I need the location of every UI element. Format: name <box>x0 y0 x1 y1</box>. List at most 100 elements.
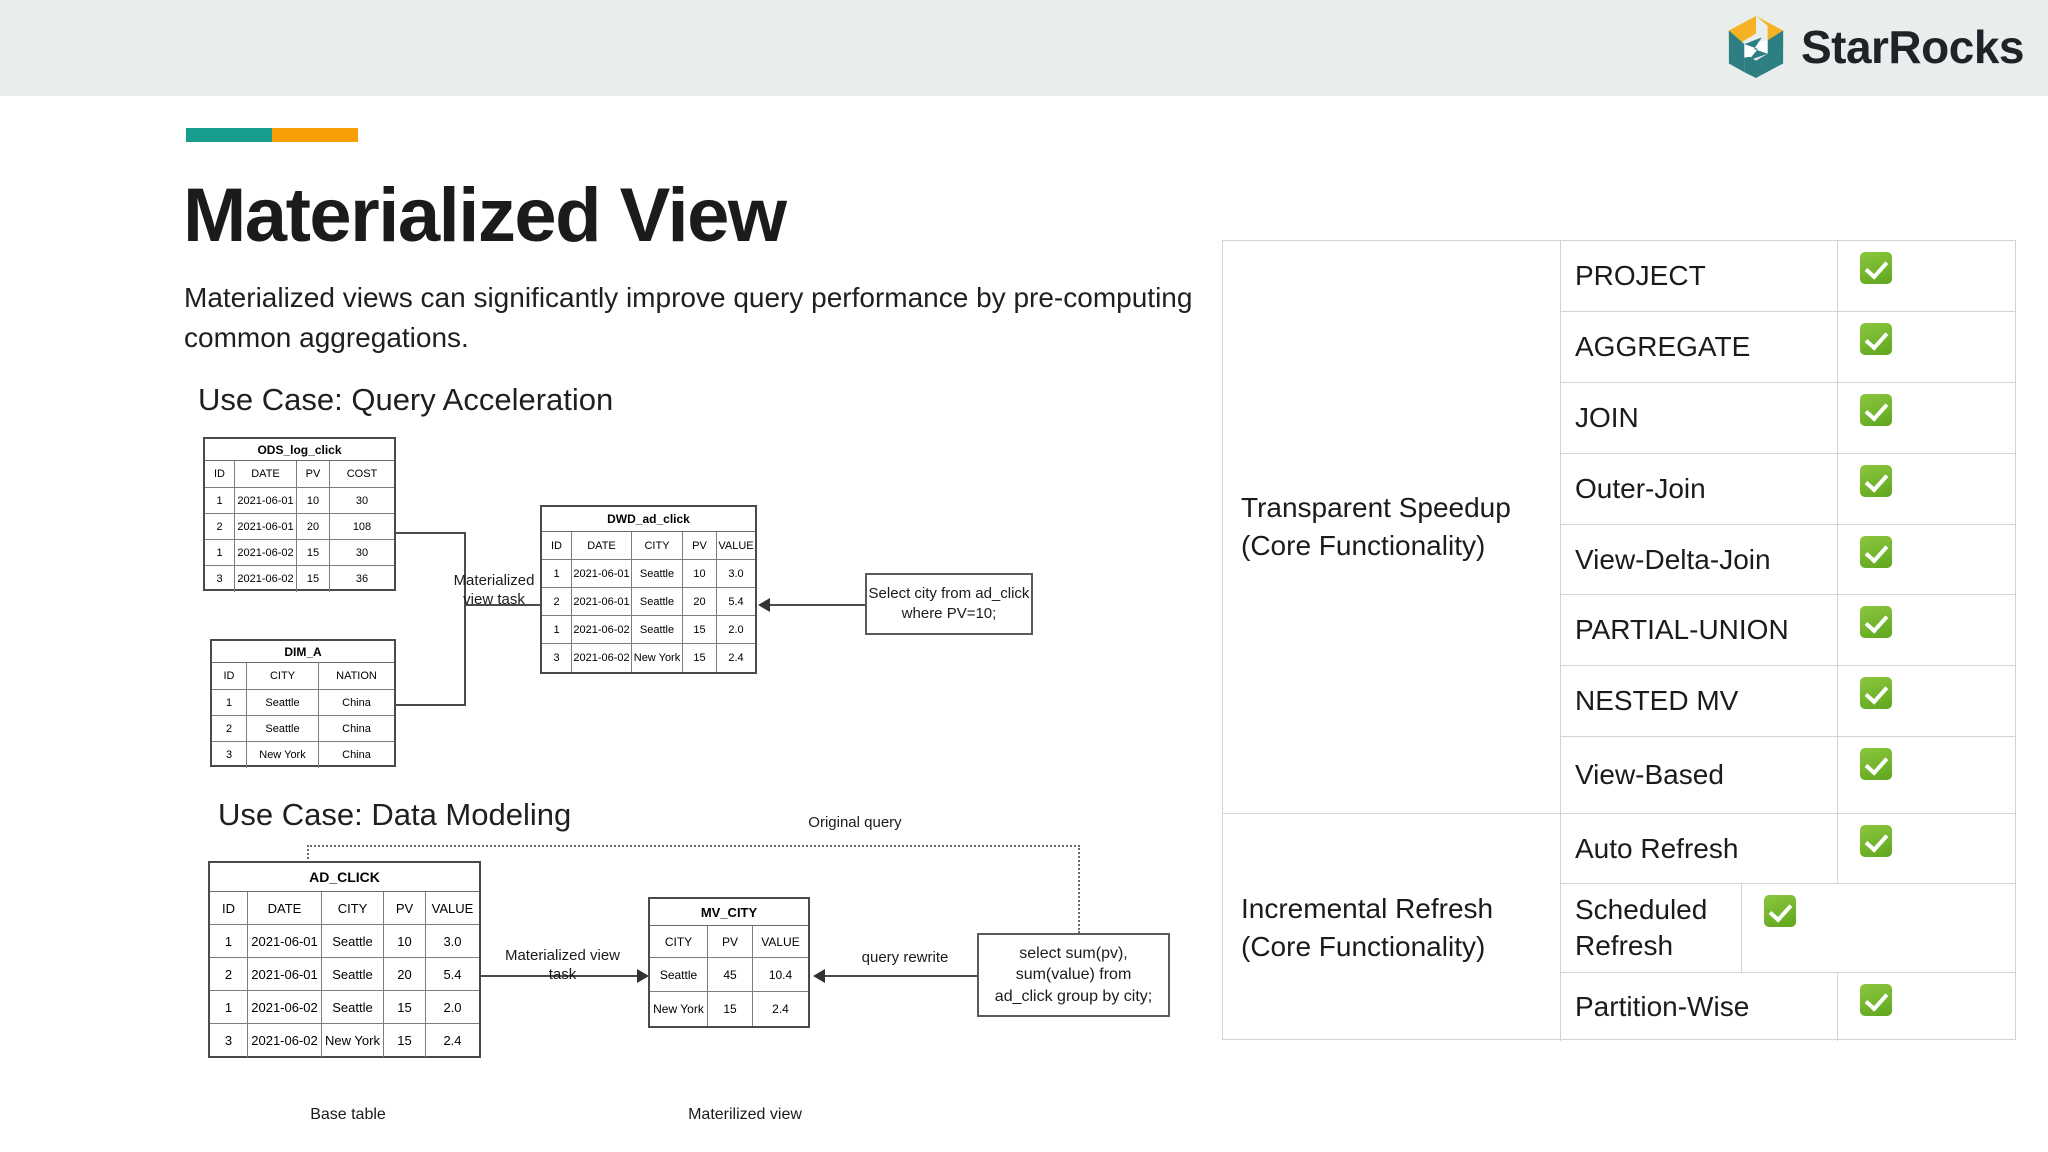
feature-label: Auto Refresh <box>1575 832 1739 864</box>
th-pv: PV <box>297 461 330 487</box>
table-row: 3 New York China <box>212 742 394 768</box>
table-row: New York 15 2.4 <box>650 992 808 1026</box>
table-dwd-ad-click: DWD_ad_click ID DATE CITY PV VALUE 1 202… <box>540 505 757 674</box>
cell-date: 2021-06-02 <box>572 616 632 643</box>
cell-city: Seattle <box>650 958 708 991</box>
cell-id: 1 <box>210 925 248 957</box>
cell-pv: 20 <box>683 588 717 615</box>
cell-id: 3 <box>542 644 572 672</box>
table-row: 1 2021-06-02 15 30 <box>205 540 394 566</box>
cell-cost: 108 <box>352 520 372 533</box>
cell-nation: China <box>342 696 371 709</box>
cell-date: 2021-06-01 <box>248 925 322 957</box>
header-band <box>0 0 2048 96</box>
accent-bar-teal <box>186 128 272 142</box>
arrow-adclick-to-mv-icon <box>637 969 649 983</box>
table-ad-click-title: AD_CLICK <box>210 863 479 892</box>
cell-id: 1 <box>205 488 235 513</box>
cell-city: Seattle <box>322 991 384 1023</box>
table-row: Auto Refresh <box>1561 814 2015 885</box>
feature-label: PARTIAL-UNION <box>1575 614 1789 646</box>
table-dim-a: DIM_A ID CITY NATION 1 Seattle China 2 S… <box>210 639 396 768</box>
feature-label: PROJECT <box>1575 260 1706 292</box>
cell-value: 5.4 <box>728 595 744 608</box>
feature-label: NESTED MV <box>1575 685 1739 717</box>
table-row: View-Based <box>1561 737 2015 813</box>
cell-cost: 30 <box>355 546 369 559</box>
brand-name: StarRocks <box>1800 21 2025 73</box>
cell-value: 2.4 <box>728 652 744 664</box>
table-row: 1 Seattle China <box>212 690 394 716</box>
table-row: 2 2021-06-01 Seattle 20 5.4 <box>542 588 755 616</box>
feature-status-cell <box>1837 595 2015 666</box>
cell-value: 10.4 <box>768 967 793 982</box>
th-pv: PV <box>708 926 753 957</box>
sql-line-1: select sum(pv), <box>1019 945 1128 963</box>
green-check-icon <box>1860 464 1892 497</box>
table-row: 1 2021-06-02 Seattle 15 2.0 <box>542 616 755 644</box>
th-date: DATE <box>248 892 322 924</box>
connector-dim-out <box>396 704 466 706</box>
cell-city: Seattle <box>322 925 384 957</box>
sql-line-2: sum(value) from <box>1015 966 1132 984</box>
table-row: 3 2021-06-02 New York 15 2.4 <box>542 644 755 672</box>
select-query-line-2: where PV=10; <box>901 605 997 622</box>
th-value: VALUE <box>431 900 474 916</box>
select-query-line-1: Select city from ad_click <box>868 585 1030 603</box>
green-check-icon <box>1860 535 1892 568</box>
table-row: PARTIAL-UNION <box>1561 595 2015 667</box>
cell-value: 2.4 <box>443 1033 462 1048</box>
original-query-path-v-right <box>1078 845 1080 933</box>
table-row: 3 2021-06-02 15 36 <box>205 566 394 592</box>
green-check-icon <box>1860 252 1892 284</box>
table-row: NESTED MV <box>1561 666 2015 738</box>
cell-pv: 15 <box>708 992 753 1026</box>
usecase-2-heading: Use Case: Data Modeling <box>218 797 572 832</box>
cell-pv: 15 <box>297 566 330 592</box>
table-row: Outer-Join <box>1561 453 2015 525</box>
caption-base-table: Base table <box>310 1106 386 1123</box>
th-pv: PV <box>683 532 717 559</box>
cell-pv: 20 <box>297 514 330 539</box>
cell-date: 2021-06-01 <box>572 588 632 615</box>
connector-to-dwd <box>464 604 542 606</box>
th-city: CITY <box>247 663 319 689</box>
table-row: 2 Seattle China <box>212 716 394 742</box>
cell-id: 2 <box>212 716 247 741</box>
th-id: ID <box>542 532 572 559</box>
cell-city: New York <box>322 1024 384 1057</box>
cell-pv: 10 <box>297 488 330 513</box>
cell-date: 2021-06-01 <box>248 958 322 990</box>
feature-label: View-Delta-Join <box>1575 543 1771 575</box>
table-row: Scheduled Refresh <box>1561 884 2015 973</box>
feature-status-cell <box>1837 311 2015 382</box>
th-cost: COST <box>346 468 378 480</box>
select-query-box: Select city from ad_click where PV=10; <box>865 573 1033 635</box>
feature-group-incremental-refresh: Incremental Refresh (Core Functionality)… <box>1223 814 2015 1041</box>
table-row: JOIN <box>1561 382 2015 454</box>
sql-aggregate-box: select sum(pv), sum(value) from ad_click… <box>977 933 1170 1017</box>
cell-pv: 15 <box>683 616 717 643</box>
cell-city: Seattle <box>632 616 683 643</box>
original-query-label: Original query <box>808 814 902 831</box>
feature-support-table: Transparent Speedup (Core Functionality)… <box>1222 240 2016 1041</box>
feature-label: View-Based <box>1575 759 1724 791</box>
table-row: 1 2021-06-01 Seattle 10 3.0 <box>210 925 479 958</box>
green-check-icon <box>1860 984 1892 1016</box>
table-row: Partition-Wise <box>1561 973 2015 1041</box>
th-pv: PV <box>384 892 426 924</box>
cell-date: 2021-06-02 <box>248 991 322 1023</box>
cell-id: 1 <box>210 991 248 1023</box>
cell-nation: China <box>342 722 371 735</box>
query-rewrite-label: query rewrite <box>861 949 949 966</box>
starrocks-hex-logo-icon <box>1728 16 1784 78</box>
cell-id: 2 <box>542 588 572 615</box>
feature-status-cell <box>1837 814 2015 884</box>
table-ad-click-header-row: ID DATE CITY PV VALUE <box>210 892 479 925</box>
th-value: VALUE <box>761 934 800 949</box>
cell-nation: China <box>342 749 371 761</box>
feature-rows: Auto Refresh Scheduled Refresh Partition… <box>1561 814 2015 1041</box>
green-check-icon <box>1764 895 1796 928</box>
table-dwd-header-row: ID DATE CITY PV VALUE <box>542 532 755 560</box>
